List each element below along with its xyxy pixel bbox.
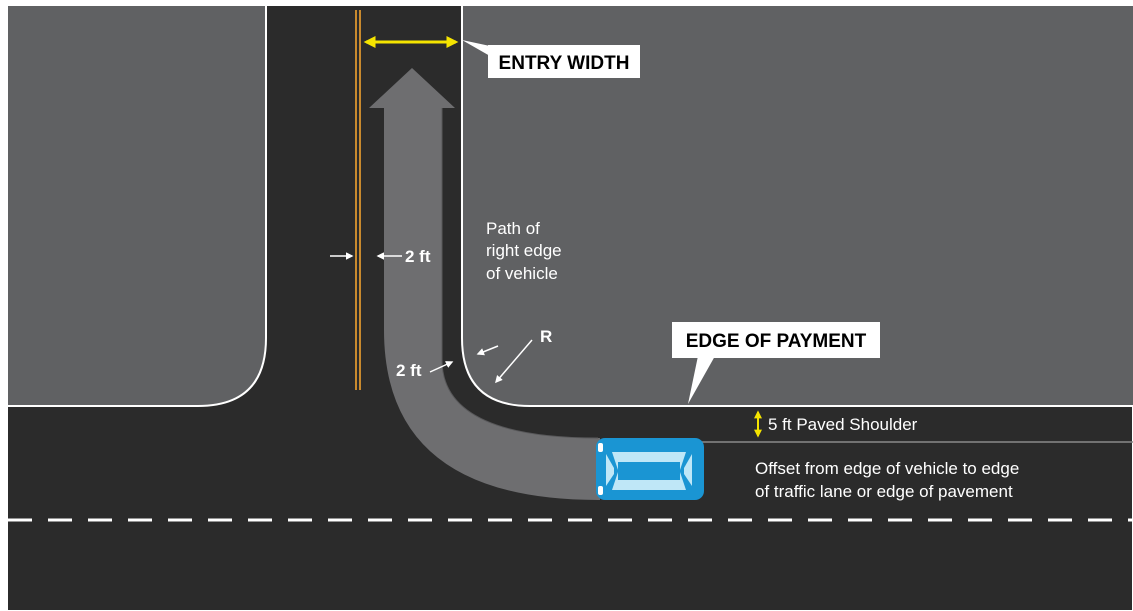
- path-label-line3: of vehicle: [486, 264, 558, 283]
- entry-width-callout: ENTRY WIDTH: [462, 40, 640, 78]
- left-edge-line: [8, 6, 267, 407]
- entry-width-label: ENTRY WIDTH: [499, 53, 630, 74]
- vehicle-path: [369, 68, 600, 500]
- edge-of-payment-callout: EDGE OF PAYMENT: [672, 322, 880, 404]
- car-top-view-icon: [596, 438, 704, 500]
- left-lot: [8, 6, 266, 406]
- vehicle-path-edge: [441, 108, 599, 439]
- shoulder-label: 5 ft Paved Shoulder: [768, 415, 918, 434]
- two-ft-curve-label: 2 ft: [396, 361, 422, 380]
- offset-label-line2: of traffic lane or edge of pavement: [755, 482, 1013, 501]
- path-label-line2: right edge: [486, 241, 562, 260]
- edge-of-payment-label: EDGE OF PAYMENT: [686, 331, 867, 352]
- radius-arrow: [495, 339, 533, 384]
- path-label-line1: Path of: [486, 219, 540, 238]
- two-ft-top-label: 2 ft: [405, 247, 431, 266]
- curve-offset-arrow-2: [476, 345, 499, 356]
- radius-label: R: [540, 327, 552, 346]
- curve-offset-arrow: [429, 361, 454, 373]
- right-lot: [462, 6, 1133, 406]
- right-edge-line: [461, 6, 1133, 407]
- offset-label-line1: Offset from edge of vehicle to edge: [755, 459, 1019, 478]
